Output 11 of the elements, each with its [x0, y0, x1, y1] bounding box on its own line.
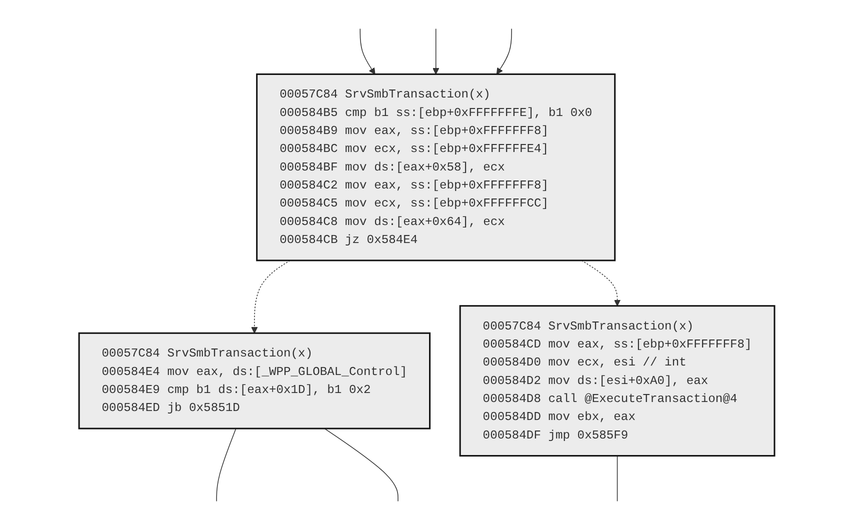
node-box: 00057C84 SrvSmbTransaction(x) 000584CD mov eax, ss:[ebp+0xFFFFFFF8] 000584D0 mov ecx, esi // int 000584D2 mov ds:[esi+0xA0], eax 000584D8 call @ExecuteTransaction@4 000584DD mov ebx, eax 000584DF jmp 0x585F9 — [459, 305, 775, 457]
arrow — [581, 260, 620, 306]
node-box: 00057C84 SrvSmbTransaction(x) 000584B5 cmp b1 ss:[ebp+0xFFFFFFFE], b1 0x0 000584B9 mov eax, ss:[ebp+0xFFFFFFF8] 000584BC mov ecx, ss:[ebp+0xFFFFFFE4] 000584BF mov ds:[eax+0x58], ecx 000584C2 mov eax, ss:[ebp+0xFFFFFFF8] 000584C5 mov ecx, ss:[ebp+0xFFFFFFCC] 000584C8 mov ds:[eax+0x64], ecx 000584CB jz 0x584E4 — [256, 73, 616, 262]
arrow — [250, 260, 290, 334]
arrow — [360, 28, 376, 74]
arrow — [496, 28, 512, 74]
connector — [324, 428, 398, 502]
arrow — [432, 28, 439, 74]
connector — [216, 428, 236, 502]
connector — [616, 455, 618, 502]
node-box: 00057C84 SrvSmbTransaction(x) 000584E4 mov eax, ds:[_WPP_GLOBAL_Control] 000584E9 cmp b1 ds:[eax+0x1D], b1 0x2 000584ED jb 0x5851D — [78, 332, 430, 430]
